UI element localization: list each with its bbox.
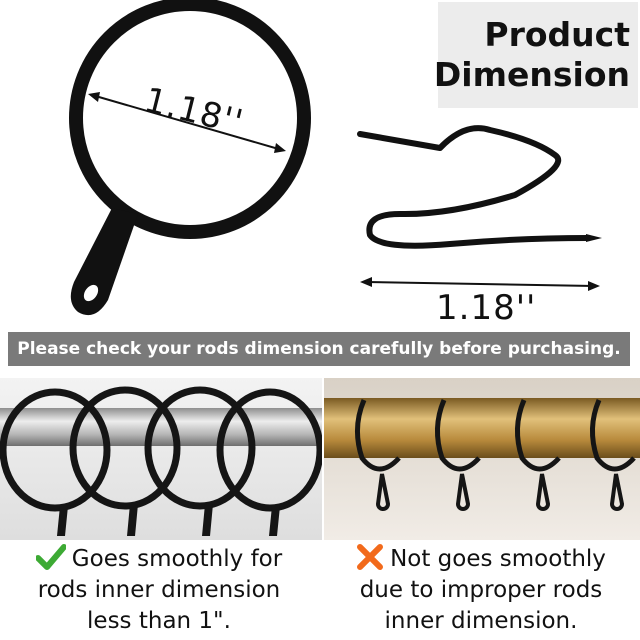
- cross-icon: [357, 544, 384, 570]
- ring-icon: [69, 0, 311, 316]
- ring-dimension-arrow: [88, 92, 286, 153]
- warning-banner: Please check your rods dimension careful…: [8, 332, 630, 366]
- bad-caption-line-2: due to improper rods: [359, 577, 603, 603]
- curtain-ring-illustration: [69, 0, 311, 316]
- hook-dimension-arrow: [360, 277, 600, 291]
- bad-caption-line-3: inner dimension.: [384, 608, 578, 634]
- ring-group-good: [0, 386, 322, 512]
- good-caption-line-3: less than 1".: [87, 608, 231, 634]
- bad-fit-photo: [324, 378, 640, 540]
- bad-caption-line-1: Not goes smoothly: [390, 546, 606, 572]
- good-fit-caption: Goes smoothly for rods inner dimension l…: [0, 542, 318, 640]
- hook-length-label: 1.18'': [436, 288, 537, 328]
- bad-fit-caption: Not goes smoothly due to improper rods i…: [322, 542, 640, 640]
- title-line-2: Dimension: [433, 55, 630, 94]
- good-fit-photo: [0, 378, 322, 540]
- hook-icon: [357, 125, 591, 249]
- good-caption-line-2: rods inner dimension: [37, 577, 281, 603]
- ring-group-bad: [355, 399, 636, 472]
- brass-rod: [324, 398, 640, 458]
- product-dimension-title: Product Dimension: [434, 2, 638, 108]
- good-caption-line-1: Goes smoothly for: [71, 546, 283, 572]
- curtain-hook-illustration: [357, 125, 602, 291]
- title-line-1: Product: [484, 15, 630, 54]
- check-icon: [35, 544, 66, 570]
